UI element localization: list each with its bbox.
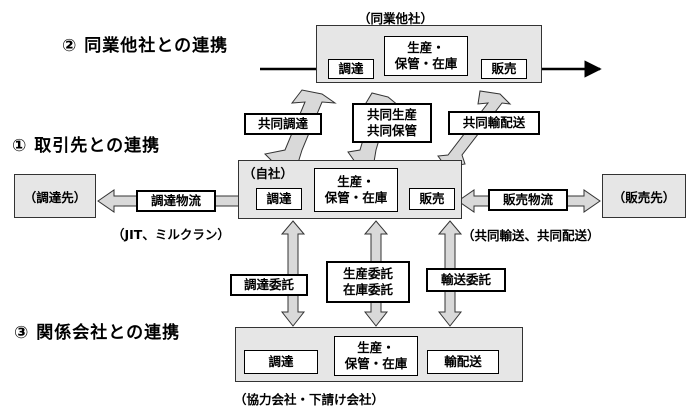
supplier-box: （調達先） [14, 174, 96, 218]
competitor-sales-box: 販売 [481, 59, 527, 79]
affiliate-procure-box: 調達 [244, 350, 318, 374]
joint-delivery-label: 共同輸配送 [448, 111, 540, 135]
procure-outsourcing-label: 調達委託 [230, 274, 308, 296]
affiliate-delivery-box: 輸配送 [427, 350, 499, 374]
competitor-heading: ② 同業他社との連携 [62, 36, 229, 56]
procure-logistics-note: （JIT、ミルクラン） [112, 227, 230, 242]
procure-logistics-label: 調達物流 [136, 190, 216, 212]
competitor-production-box: 生産・ 保管・在庫 [384, 36, 468, 76]
own-production-box: 生産・ 保管・在庫 [314, 168, 398, 212]
production-outsourcing-label: 生産委託 在庫委託 [326, 261, 410, 303]
procure-outsourcing-arrow [280, 220, 306, 327]
affiliate-caption: （協力会社・下請け会社） [234, 392, 385, 407]
own-procure-box: 調達 [256, 188, 302, 210]
sales-logistics-note: （共同輸送、共同配送） [462, 228, 600, 243]
own-sales-box: 販売 [409, 188, 455, 210]
own-company-label: （自社） [243, 166, 294, 181]
affiliate-production-box: 生産・ 保管・在庫 [334, 336, 418, 376]
joint-production-label: 共同生産 共同保管 [352, 103, 432, 143]
joint-procurement-label: 共同調達 [244, 113, 322, 135]
sales-logistics-label: 販売物流 [488, 189, 568, 211]
customer-box: （販売先） [602, 174, 686, 218]
competitor-caption: （同業他社） [358, 11, 434, 26]
transport-outsourcing-label: 輸送委託 [426, 268, 506, 292]
competitor-procure-box: 調達 [328, 59, 374, 79]
affiliate-heading: ③ 関係会社との連携 [14, 323, 181, 343]
partner-heading: ① 取引先との連携 [12, 136, 161, 156]
